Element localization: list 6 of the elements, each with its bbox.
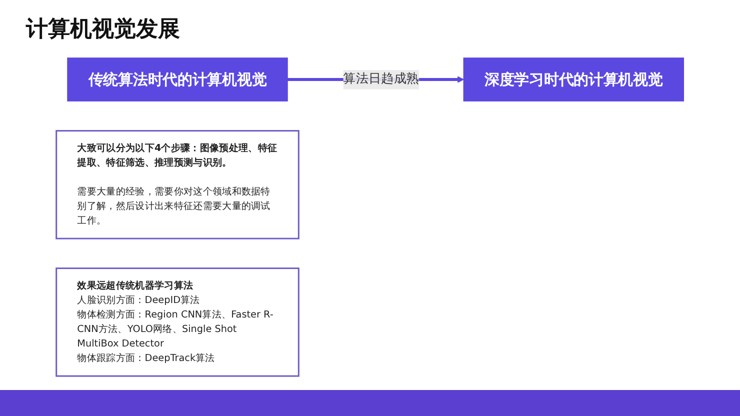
node-box: 传统算法时代的计算机视觉 [67, 58, 288, 102]
node-box: 大致可以分为以下4个步骤：图像预处理、特征提取、特征筛选、推理预测与识别。 需要大量的经验，需要你对这个领域和数据特别了解，然后设计出来特征还需要大量的调试工作。 [56, 130, 300, 240]
node-box: 效果远超传统机器学习算法 人脸识别方面：DeepID算法 物体检测方面：Region CNN算法、Faster R-CNN方法、YOLO网络、Single Shot MultiBox Detector 物体跟踪方面：DeepTrack算法 [56, 268, 300, 377]
node-box: 深度学习时代的计算机视觉 [463, 58, 684, 102]
title: 计算机视觉发展 [26, 16, 180, 44]
edge-label: 算法日趋成熟 [343, 72, 420, 86]
